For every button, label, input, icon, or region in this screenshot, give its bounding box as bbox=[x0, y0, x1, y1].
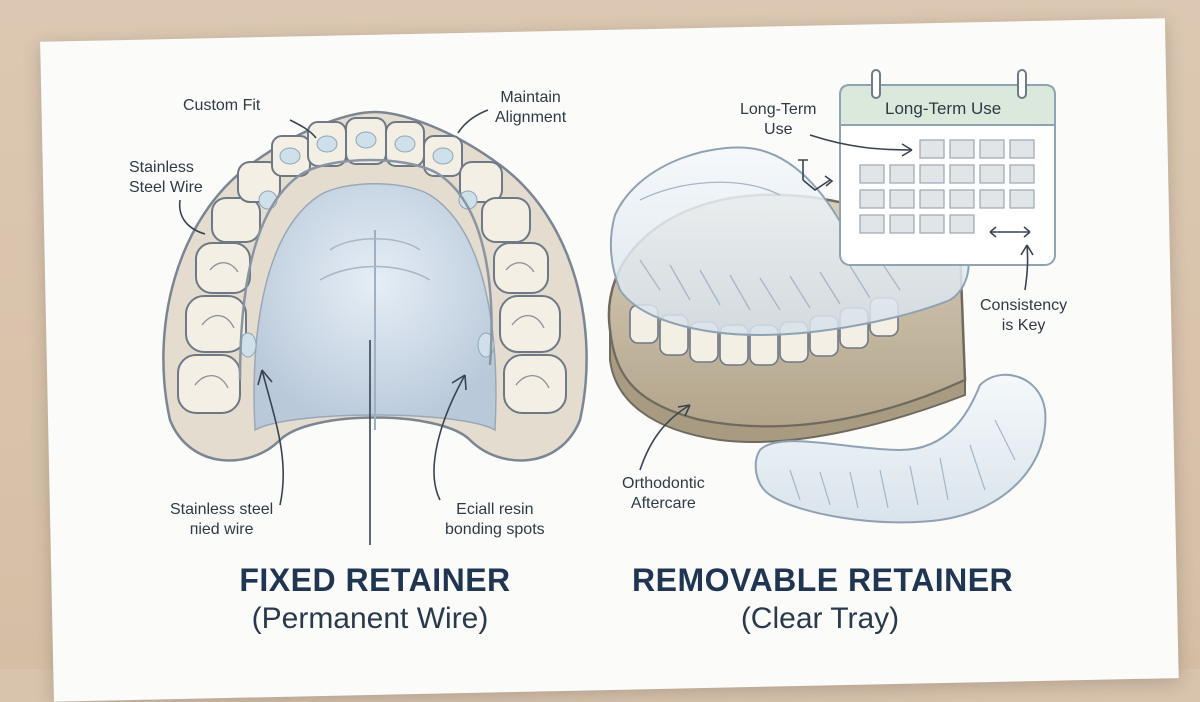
label-line: Alignment bbox=[495, 109, 567, 126]
right-callouts bbox=[639, 134, 1034, 471]
label-line: Maintain bbox=[500, 89, 561, 106]
bonding-spot bbox=[432, 147, 454, 165]
label-line: Stainless bbox=[129, 159, 194, 176]
palate-fold bbox=[319, 265, 431, 281]
calendar-cell bbox=[889, 214, 915, 234]
left-callouts bbox=[178, 109, 489, 545]
label-line: піed wire bbox=[189, 521, 254, 538]
bonding-spot bbox=[394, 135, 416, 153]
label-maintain-alignment: Maintain Alignment bbox=[495, 88, 566, 128]
tooth bbox=[195, 242, 251, 294]
illustration-artwork bbox=[162, 69, 1056, 545]
tooth bbox=[493, 242, 549, 294]
calendar-cell bbox=[1009, 189, 1035, 209]
calendar-header: Long-Term Use bbox=[885, 99, 1002, 118]
calendar-cell bbox=[889, 189, 915, 209]
calendar-cell bbox=[889, 164, 915, 184]
calendar-cell bbox=[859, 164, 885, 184]
label-line: Steel Wire bbox=[129, 179, 203, 196]
fixed-retainer-subtitle: (Permanent Wire) bbox=[251, 602, 489, 635]
calendar-header-band bbox=[839, 84, 1056, 126]
bonding-spot bbox=[355, 131, 377, 149]
calendar-cell bbox=[949, 189, 975, 209]
fixed-retainer-title: FIXED RETAINER bbox=[239, 562, 511, 598]
label-custom-fit: Custom Fit bbox=[183, 97, 261, 114]
clear-tray-loose bbox=[754, 373, 1047, 524]
label-orthodontic-aftercare: Orthodontic Aftercare bbox=[622, 474, 705, 514]
label-long-term-use: Long-Term Use bbox=[740, 100, 816, 140]
tool-icon bbox=[798, 159, 834, 191]
tooth bbox=[481, 197, 531, 243]
calendar-cell bbox=[859, 189, 885, 209]
label-resin-bonding-spots: Eciall resin bonding spots bbox=[445, 500, 545, 540]
label-stainless-steel-wire: Stainless Steel Wire bbox=[129, 158, 203, 198]
label-bonded-wire: Stainless steel піed wire bbox=[170, 500, 273, 540]
double-arrow-icon bbox=[989, 226, 1030, 238]
label-line: Eciall resin bbox=[456, 501, 534, 518]
label-line: bonding spots bbox=[445, 521, 545, 538]
calendar-cell bbox=[949, 139, 975, 159]
label-line: Use bbox=[764, 121, 793, 138]
calendar-cell bbox=[919, 164, 945, 184]
calendar-cell bbox=[859, 214, 885, 234]
bonding-spot bbox=[279, 147, 301, 165]
tooth bbox=[499, 295, 561, 353]
calendar-ring bbox=[871, 69, 881, 99]
calendar-cell bbox=[979, 139, 1005, 159]
label-line: Long-Term bbox=[740, 101, 817, 118]
label-line: is Key bbox=[1001, 317, 1046, 334]
calendar-ring bbox=[1017, 69, 1027, 99]
calendar-cell bbox=[979, 189, 1005, 209]
calendar-cell bbox=[1009, 139, 1035, 159]
label-line: Orthodontic bbox=[622, 475, 705, 492]
tooth bbox=[177, 354, 241, 414]
label-line: Consistency bbox=[980, 297, 1068, 314]
bonding-spot bbox=[258, 190, 278, 210]
removable-retainer-title: REMOVABLE RETAINER bbox=[632, 562, 1014, 598]
removable-retainer bbox=[607, 146, 1047, 524]
steel-wire bbox=[238, 158, 493, 381]
bonding-spot bbox=[316, 135, 338, 153]
calendar-cell bbox=[979, 164, 1005, 184]
calendar-cell bbox=[949, 214, 975, 234]
calendar-cell bbox=[949, 164, 975, 184]
calendar-cell bbox=[1009, 164, 1035, 184]
tooth bbox=[503, 354, 567, 414]
tooth bbox=[185, 295, 247, 353]
label-line: Stainless steel bbox=[170, 501, 274, 518]
model-base-side bbox=[609, 329, 966, 443]
label-line: Aftercare bbox=[630, 495, 696, 512]
label-consistency-is-key: Consistency is Key bbox=[980, 296, 1067, 336]
palate-fold bbox=[329, 238, 421, 251]
tooth bbox=[211, 197, 261, 243]
calendar bbox=[839, 69, 1056, 266]
calendar-cell bbox=[919, 139, 945, 159]
removable-retainer-subtitle: (Clear Tray) bbox=[740, 602, 900, 635]
fixed-retainer-arch bbox=[162, 110, 588, 462]
calendar-cell bbox=[919, 189, 945, 209]
calendar-cell bbox=[919, 214, 945, 234]
